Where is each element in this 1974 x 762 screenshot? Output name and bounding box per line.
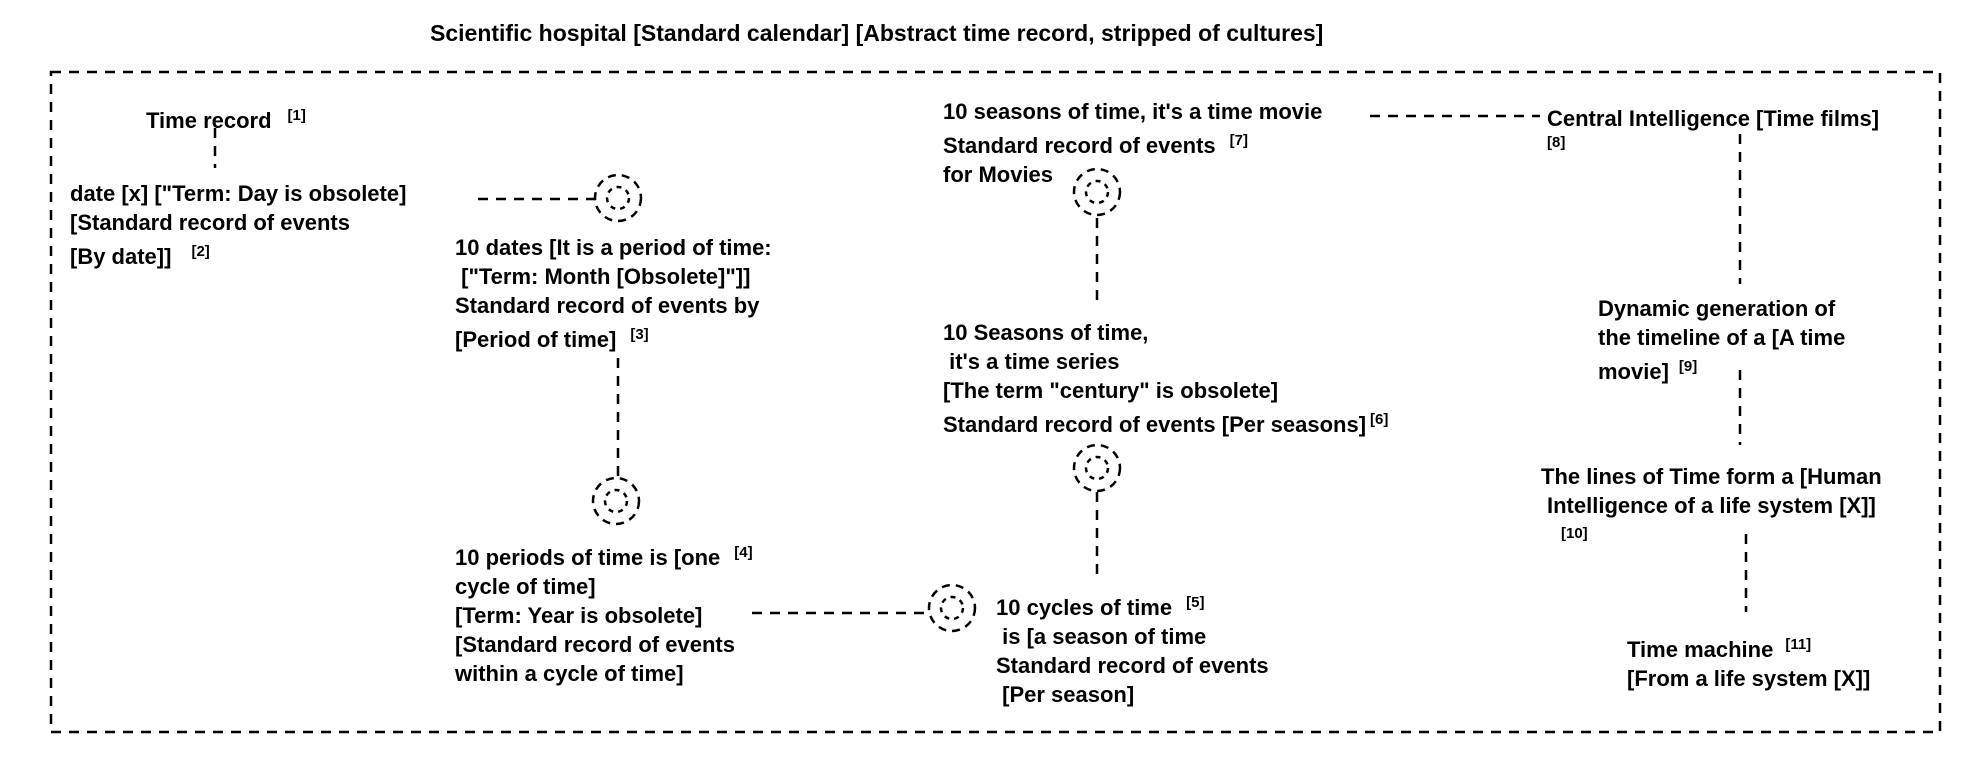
node-line: for Movies [943, 162, 1054, 187]
node-line: [Term: Year is obsolete] [455, 603, 703, 628]
node-line: [The term "century" is obsolete] [943, 378, 1279, 403]
node-line: cycle of time] [455, 574, 596, 599]
outer-frame [49, 70, 1942, 734]
marker-circle [593, 173, 643, 223]
reference-number: [9] [1678, 358, 1698, 375]
node-date: date [x] ["Term: Day is obsolete] [Stand… [70, 179, 406, 271]
node-line: [Standard record of events [455, 632, 735, 657]
node-line: [By date]] [70, 244, 172, 269]
reference-number: [6] [1370, 411, 1389, 428]
node-line: Central Intelligence [Time films] [1547, 106, 1880, 131]
node-line: is [a season of time [996, 624, 1207, 649]
node-line: Time record [146, 108, 272, 133]
reference-number: [7] [1229, 132, 1248, 149]
node-time-machine: Time machine [11] [From a life system [X]… [1627, 630, 1870, 693]
node-line: 10 seasons of time, it's a time movie [943, 99, 1323, 124]
node-line: within a cycle of time] [455, 661, 684, 686]
node-line: 10 dates [It is a period of time: [455, 235, 772, 260]
node-line: it's a time series [943, 349, 1120, 374]
reference-number: [2] [191, 243, 210, 260]
node-line: [Period of time] [455, 327, 617, 352]
node-line: Time machine [1627, 637, 1774, 662]
node-line: Dynamic generation of [1598, 296, 1836, 321]
node-line: date [x] ["Term: Day is obsolete] [70, 181, 407, 206]
node-line: 10 Seasons of time, [943, 320, 1149, 345]
node-line: [Per season] [996, 682, 1135, 707]
node-line: 10 cycles of time [996, 595, 1173, 620]
node-line: ["Term: Month [Obsolete]"]] [455, 264, 751, 289]
node-line: Standard record of events by [455, 293, 760, 318]
node-line: Standard record of events [Per seasons] [943, 412, 1367, 437]
reference-number: [10] [1561, 525, 1588, 542]
reference-number: [4] [734, 544, 753, 561]
node-ten-seasons-movie: 10 seasons of time, it's a time movie St… [943, 97, 1322, 189]
marker-circle [1072, 167, 1122, 217]
node-line: movie] [1598, 359, 1669, 384]
node-line: The lines of Time form a [Human [1541, 464, 1882, 489]
node-line: [Standard record of events [70, 210, 350, 235]
node-line: 10 periods of time is [one [455, 545, 721, 570]
node-line: the timeline of a [A time [1598, 325, 1846, 350]
marker-circle [591, 476, 641, 526]
node-time-record: Time record [1] [146, 101, 306, 135]
reference-number: [1] [287, 107, 306, 124]
marker-circle [1072, 443, 1122, 493]
node-ten-cycles: 10 cycles of time [5] is [a season of tim… [996, 588, 1269, 709]
reference-number: [8] [1547, 134, 1566, 151]
node-ten-seasons-series: 10 Seasons of time, it's a time series [… [943, 318, 1388, 439]
node-ten-dates: 10 dates [It is a period of time: ["Term… [455, 233, 772, 354]
reference-number: [5] [1186, 594, 1205, 611]
node-line: Standard record of events [943, 133, 1216, 158]
diagram-title: Scientific hospital [Standard calendar] … [430, 20, 1324, 46]
node-central-intelligence: Central Intelligence [Time films] [8] [1547, 104, 1879, 153]
reference-number: [3] [630, 326, 649, 343]
reference-number: [11] [1785, 636, 1812, 653]
node-lines-of-time: The lines of Time form a [Human Intellig… [1541, 462, 1882, 544]
node-ten-periods: 10 periods of time is [one [4] cycle of t… [455, 538, 753, 688]
node-line: [From a life system [X]] [1627, 666, 1871, 691]
marker-circle [927, 583, 977, 633]
node-line: Intelligence of a life system [X]] [1547, 493, 1876, 518]
node-line: Standard record of events [996, 653, 1269, 678]
node-dynamic-generation: Dynamic generation of the timeline of a … [1598, 294, 1845, 386]
